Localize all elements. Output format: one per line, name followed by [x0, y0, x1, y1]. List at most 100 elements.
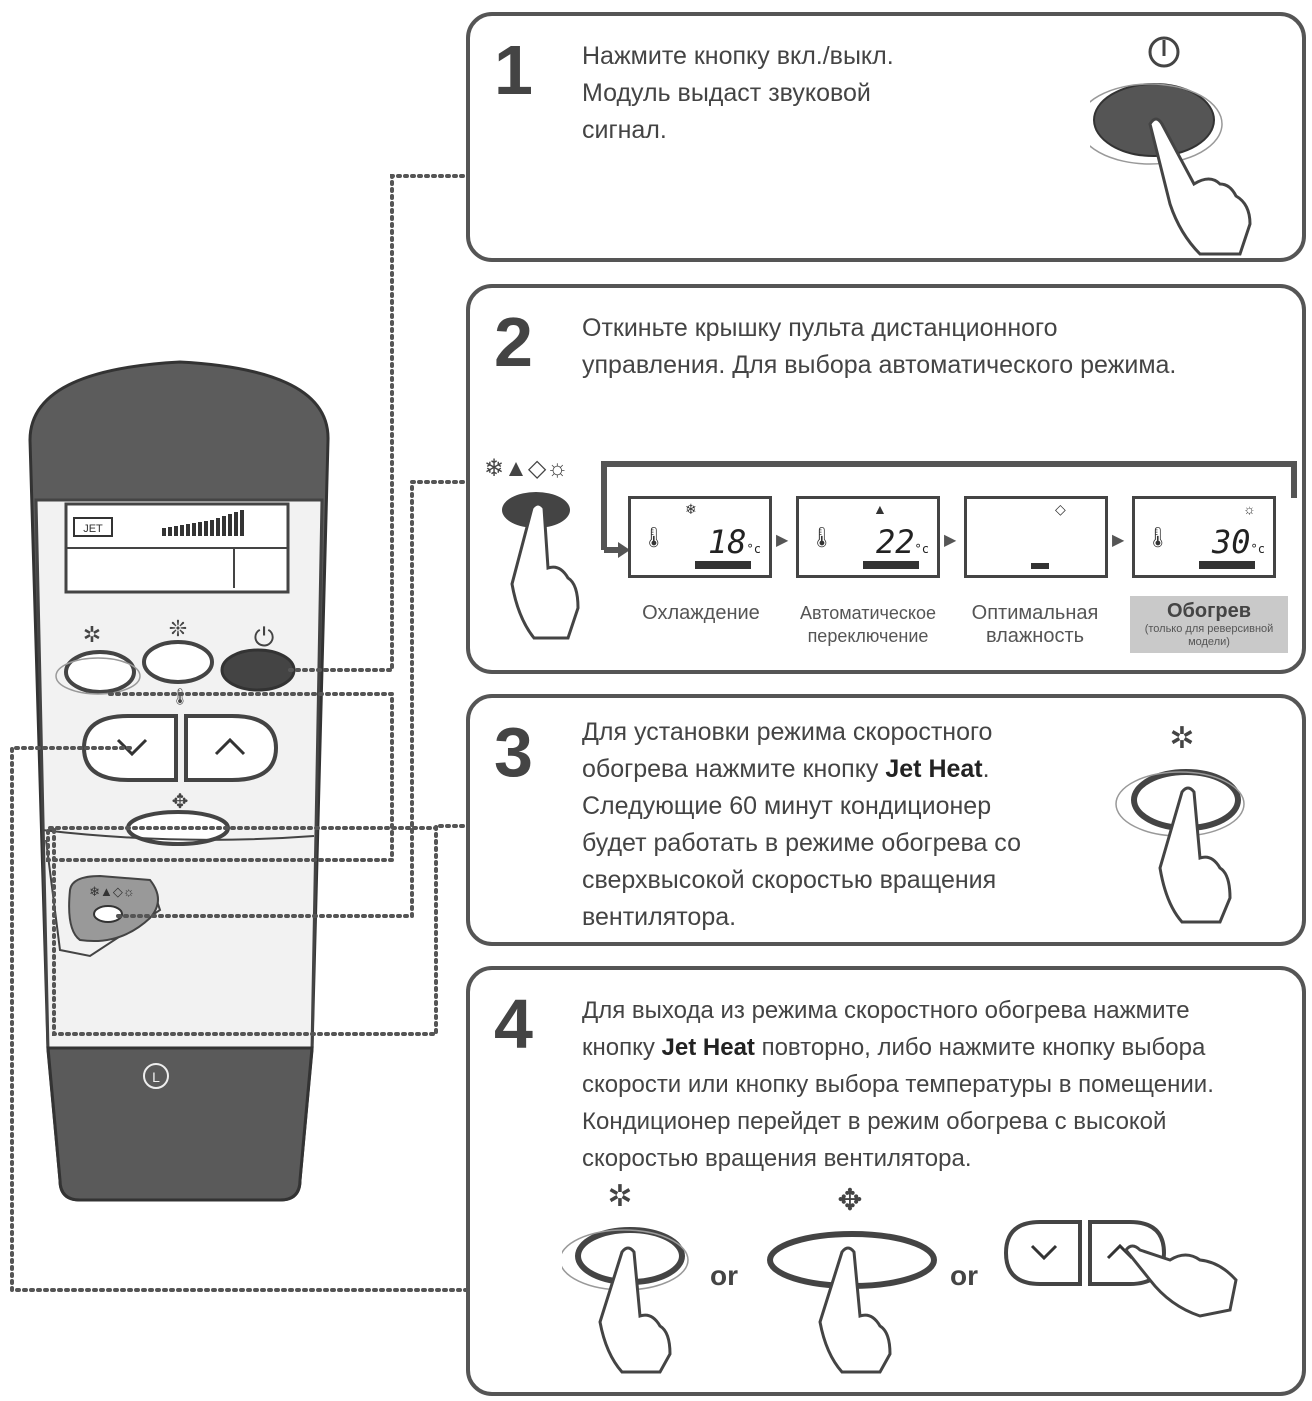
mode-cycle-arrow [601, 461, 1297, 558]
label-line: Охлаждение [642, 602, 760, 624]
snowflake-icon: ❄ [685, 501, 697, 517]
text-line: Следующие 60 минут кондиционер [582, 792, 992, 820]
text-span: повторно, либо нажмите кнопку выбора [754, 1034, 1206, 1061]
lg-logo-icon [143, 1063, 169, 1089]
text-line: управления. Для выбора автоматического р… [582, 351, 1177, 379]
step-1-box: 1 Нажмите кнопку вкл./выкл. Модуль выдас… [466, 12, 1306, 262]
step-number: 4 [494, 985, 533, 1063]
power-icon: ⏻ [254, 622, 275, 652]
mode-press-illustration [502, 492, 580, 640]
step-4-text: Для выхода из режима скоростного обогрев… [582, 992, 1294, 1177]
or-label: or [710, 1260, 738, 1291]
jet-fan-icon: ✲ [607, 1180, 632, 1213]
text-line: вентилятора. [582, 903, 737, 931]
text-line: будет работать в режиме обогрева со [582, 829, 1021, 857]
droplet-icon: ◇ [1055, 501, 1066, 517]
arrow-right-icon: ▶ [944, 532, 957, 549]
step-1-text: Нажмите кнопку вкл./выкл. Модуль выдаст … [582, 38, 894, 149]
step-number: 3 [494, 713, 533, 791]
step-number: 2 [494, 303, 533, 381]
label-line: влажность [985, 625, 1085, 647]
fan-level-bars [162, 510, 244, 536]
text-line: Откиньте крышку пульта дистанционного [582, 314, 1058, 342]
remote-power-button [220, 648, 296, 692]
mode-label-heating: Обогрев (только для реверсивной модели) [1130, 596, 1288, 653]
arrow-right-icon: ▶ [1112, 532, 1125, 549]
power-icon [1148, 36, 1180, 68]
remote-mode-button [93, 905, 123, 923]
lcd-temperature: 22°c [876, 523, 929, 561]
label-line: Оптимальная [971, 602, 1099, 624]
jet-fan-icon: ✲ [83, 622, 101, 647]
fan-icon: ✥ [172, 791, 189, 813]
mode-label-auto: Автоматическое переключение [786, 602, 950, 648]
arrow-right-icon: ▶ [776, 532, 789, 549]
lcd-cooling: ❄ 🌡 18°c [628, 496, 772, 578]
text-line: скорости или кнопку выбора температуры в… [582, 1071, 1214, 1098]
step-3-text: Для установки режима скоростного обогрев… [582, 714, 1021, 936]
mode-label-cooling: Охлаждение [626, 602, 776, 625]
step-4-box: 4 Для выхода из режима скоростного обогр… [466, 966, 1306, 1396]
pointing-hand-icon [818, 1246, 892, 1374]
jet-label: JET [83, 523, 103, 535]
text-line: кнопку Jet Heat повторно, либо нажмите к… [582, 1029, 1294, 1066]
temperature-option-illustration [1003, 1220, 1238, 1318]
mode-label-humidity: Оптимальная влажность [960, 602, 1110, 648]
step-2-text: Откиньте крышку пульта дистанционного уп… [582, 310, 1176, 384]
thermometer-icon: 🌡 [641, 527, 667, 549]
pointing-hand-icon [1124, 1244, 1238, 1318]
thermometer-icon: 🌡 [1145, 527, 1171, 549]
text-line: Модуль выдаст звуковой [582, 79, 871, 107]
chevron-down-icon [1030, 1244, 1058, 1261]
text-line: Для установки режима скоростного [582, 718, 993, 746]
fan-speed-icon: ❊ [169, 616, 187, 641]
pointing-hand-icon [1148, 117, 1252, 256]
note-line: (только для реверсивной [1144, 623, 1274, 635]
jet-heat-press-illustration: ✲ [1115, 722, 1245, 924]
label-line: Автоматическое [799, 603, 936, 623]
thermometer-icon: 🌡 [170, 688, 190, 706]
auto-mode-icon: ▲ [873, 501, 887, 517]
svg-text:L: L [152, 1069, 160, 1085]
text-span: . [982, 755, 990, 783]
text-line: Кондиционер перейдет в режим обогрева с … [582, 1108, 1167, 1135]
lcd-temperature: 18°c [708, 523, 761, 561]
dotted-connectors [10, 174, 468, 1292]
jet-indicator [73, 517, 113, 537]
jet-heat-option-illustration: ✲ [562, 1180, 689, 1374]
remote-jet-heat-button [64, 650, 136, 694]
chevron-down-icon [116, 738, 148, 757]
thermometer-icon: 🌡 [809, 527, 835, 549]
remote-fan-button [142, 640, 214, 684]
jet-fan-icon: ✲ [1169, 722, 1194, 755]
lcd-auto: ▲ 🌡 22°c [796, 496, 940, 578]
fan-speed-option-illustration: ✥ [767, 1184, 937, 1374]
text-line: сверхвысокой скоростью вращения [582, 866, 997, 894]
remote-temp-up-button [184, 714, 279, 782]
jet-heat-label: Jet Heat [885, 755, 983, 783]
lcd-heating: ☼ 🌡 30°c [1132, 496, 1276, 578]
or-label: or [950, 1260, 978, 1291]
text-line: сигнал. [582, 116, 667, 144]
note-line: модели) [1188, 636, 1230, 648]
sun-icon: ☼ [1243, 501, 1256, 517]
text-line: обогрева нажмите кнопку Jet Heat. [582, 751, 1021, 788]
jet-heat-label: Jet Heat [661, 1034, 755, 1061]
pointing-hand-icon [510, 502, 580, 640]
pointing-hand-icon [1158, 786, 1232, 924]
mode-icons: ❄▲◇☼ [484, 455, 569, 482]
power-press-illustration [1090, 36, 1252, 256]
lcd-humidity: ◇ [964, 496, 1108, 578]
lcd-temperature: 30°c [1212, 523, 1265, 561]
step-2-box: 2 Откиньте крышку пульта дистанционного … [466, 284, 1306, 674]
text-span: обогрева нажмите кнопку [582, 755, 886, 783]
text-line: Для выхода из режима скоростного обогрев… [582, 997, 1190, 1024]
fan-icon: ✥ [837, 1184, 862, 1217]
mode-icons: ❄▲◇☼ [89, 884, 135, 899]
step-number: 1 [494, 31, 533, 109]
chevron-up-icon [214, 737, 246, 756]
step-3-box: 3 Для установки режима скоростного обогр… [466, 694, 1306, 946]
pointing-hand-icon [598, 1246, 672, 1374]
label-line: переключение [807, 626, 929, 646]
